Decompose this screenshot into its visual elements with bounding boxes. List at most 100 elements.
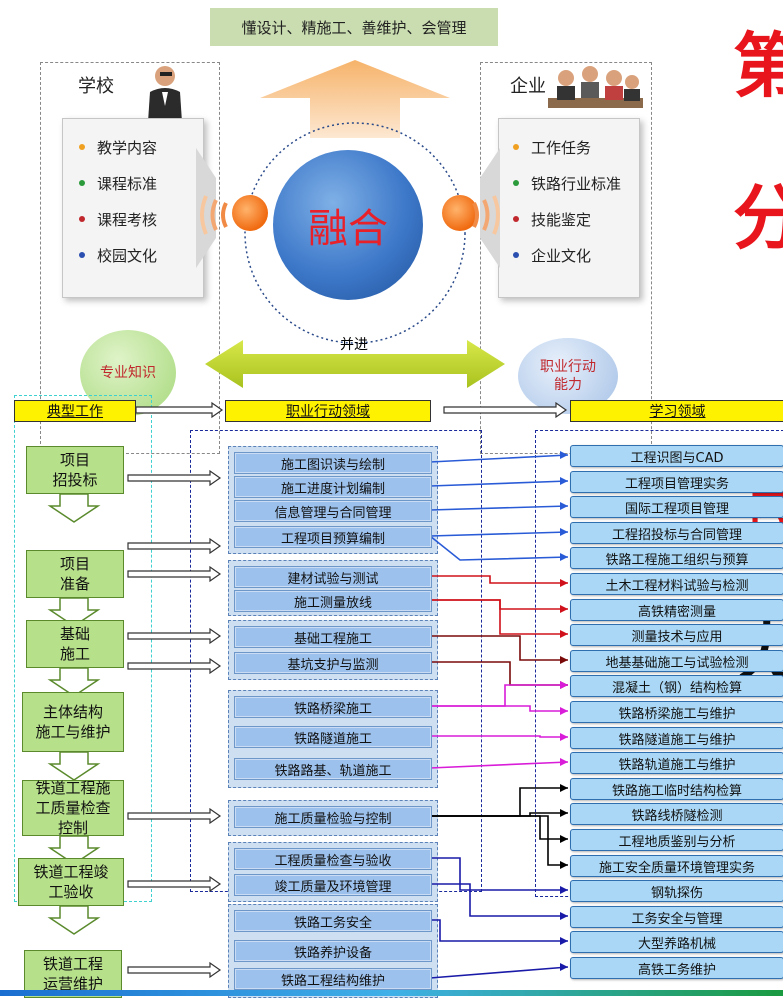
learning-course: 高铁精密测量: [570, 599, 783, 621]
connector-line: [430, 635, 568, 661]
learning-course: 铁路施工临时结构检算: [570, 778, 783, 800]
enterprise-title: 企业: [510, 76, 546, 97]
down-chevron-icon: [47, 597, 101, 627]
learning-course: 铁路工程施工组织与预算: [570, 547, 783, 569]
right-arrow-icon: [127, 565, 222, 583]
bullet-icon: [513, 180, 519, 186]
right-arrow-icon: [127, 961, 222, 979]
school-item-label: 校园文化: [97, 246, 158, 265]
arrowhead-icon: [560, 502, 568, 510]
enterprise-item: 企业文化: [513, 237, 639, 273]
action-field: 工程项目预算编制: [234, 526, 432, 548]
learning-course: 工程识图与CAD: [570, 445, 783, 467]
action-field: 信息管理与合同管理: [234, 500, 432, 522]
arrowhead-icon: [560, 579, 568, 587]
right-signal-icon: [472, 195, 500, 235]
arrowhead-icon: [560, 758, 568, 766]
action-field: 铁路桥梁施工: [234, 696, 432, 718]
down-chevron-icon: [47, 493, 101, 523]
learning-course: 铁路桥梁施工与维护: [570, 701, 783, 723]
header-action-field: 职业行动领域: [225, 400, 431, 422]
learning-course: 测量技术与应用: [570, 624, 783, 646]
right-arrow-icon: [127, 537, 222, 555]
school-item: 课程标准: [79, 165, 203, 201]
down-chevron-icon: [47, 751, 101, 781]
connector-line: [430, 735, 568, 738]
connector-line: [429, 761, 569, 769]
down-chevron-icon: [47, 905, 101, 935]
school-title: 学校: [78, 76, 114, 97]
arrowhead-icon: [560, 963, 568, 971]
footer-stripe: [0, 990, 783, 996]
right-arrow-icon: [443, 401, 568, 419]
school-item-label: 教学内容: [97, 138, 158, 157]
arrowhead-icon: [560, 707, 568, 715]
arrowhead-icon: [560, 912, 568, 920]
enterprise-list: 工作任务 铁路行业标准 技能鉴定 企业文化: [499, 119, 639, 273]
learning-course: 高铁工务维护: [570, 957, 783, 979]
action-field: 铁路养护设备: [234, 940, 432, 962]
learning-course: 国际工程项目管理: [570, 496, 783, 518]
school-card: 教学内容 课程标准 课程考核 校园文化: [62, 118, 204, 298]
connector-line: [430, 705, 568, 712]
learning-course: 钢轨探伤: [570, 880, 783, 902]
action-field: 施工进度计划编制: [234, 476, 432, 498]
right-arrow-icon: [127, 657, 222, 675]
arrowhead-icon: [560, 681, 568, 689]
bullet-icon: [513, 252, 519, 258]
bullet-icon: [79, 216, 85, 222]
double-arrow: [205, 340, 505, 388]
action-field: 工程质量检查与验收: [234, 848, 432, 870]
bullet-icon: [79, 144, 85, 150]
arrowhead-icon: [560, 886, 568, 894]
bullet-icon: [79, 252, 85, 258]
action-field: 施工测量放线: [234, 590, 432, 612]
fusion-sphere: 融合: [273, 150, 423, 300]
action-field: 铁路工务安全: [234, 910, 432, 932]
enterprise-item-label: 铁路行业标准: [531, 174, 622, 193]
down-chevron-icon: [47, 667, 101, 697]
stage-box: 铁道工程施 工质量检查 控制: [22, 779, 124, 837]
learning-course: 大型养路机械: [570, 931, 783, 953]
progress-label: 并进: [340, 337, 368, 353]
stage-box: 项目 招投标: [26, 446, 124, 494]
arrowhead-icon: [560, 784, 568, 792]
action-field: 铁路工程结构维护: [234, 968, 432, 990]
connector-line: [430, 857, 568, 891]
enterprise-item: 工作任务: [513, 129, 639, 165]
stage-box: 主体结构 施工与维护: [22, 692, 124, 752]
enterprise-item: 技能鉴定: [513, 201, 639, 237]
action-field: 基础工程施工: [234, 626, 432, 648]
side-char: 分: [733, 176, 783, 259]
action-field: 基坑支护与监测: [234, 652, 432, 674]
ability-bubble-label: 职业行动能力: [540, 359, 596, 393]
knowledge-bubble-label: 专业知识: [100, 365, 156, 381]
header-learning-field: 学习领域: [570, 400, 783, 422]
arrowhead-icon: [560, 630, 568, 638]
right-arrow-icon: [127, 469, 222, 487]
learning-course: 铁路隧道施工与维护: [570, 727, 783, 749]
arrowhead-icon: [560, 809, 568, 817]
school-item-label: 课程考核: [97, 210, 158, 229]
school-panel: [40, 62, 220, 454]
learning-course: 工程项目管理实务: [570, 471, 783, 493]
right-arrow-icon: [127, 807, 222, 825]
connector-line: [430, 815, 568, 866]
connector-line: [430, 575, 568, 584]
top-banner: 懂设计、精施工、善维护、会管理: [210, 8, 498, 46]
upward-arrow: [260, 60, 450, 138]
bullet-icon: [513, 216, 519, 222]
learning-course: 工程招投标与合同管理: [570, 522, 783, 544]
arrowhead-icon: [560, 553, 568, 561]
action-field: 施工质量检验与控制: [234, 806, 432, 828]
arrowhead-icon: [560, 477, 568, 485]
school-list: 教学内容 课程标准 课程考核 校园文化: [63, 119, 203, 273]
connector-line: [429, 480, 569, 487]
connector-line: [429, 531, 569, 537]
header-typical-work-label: 典型工作: [47, 404, 103, 420]
connector-line: [429, 966, 569, 979]
school-item-label: 课程标准: [97, 174, 158, 193]
school-item: 课程考核: [79, 201, 203, 237]
